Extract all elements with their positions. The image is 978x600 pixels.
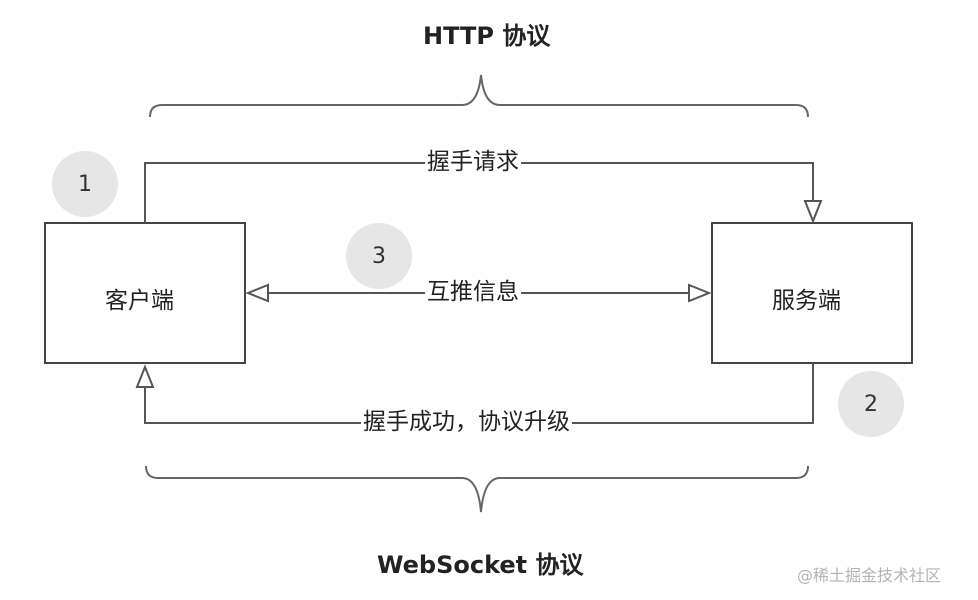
websocket-brace xyxy=(145,465,809,513)
handshake-request-arrowhead xyxy=(803,200,823,224)
bidirectional-push-label: 互推信息 xyxy=(425,279,521,305)
step-2-badge: 2 xyxy=(838,371,904,437)
client-box xyxy=(44,222,246,364)
handshake-success-arrowhead xyxy=(135,364,155,388)
http-brace xyxy=(149,74,809,118)
step-1-badge: 1 xyxy=(52,151,118,217)
server-label: 服务端 xyxy=(772,288,841,314)
http-protocol-title: HTTP 协议 xyxy=(423,22,551,50)
client-label: 客户端 xyxy=(105,288,174,314)
websocket-protocol-title: WebSocket 协议 xyxy=(377,551,584,579)
watermark: @稀土掘金技术社区 xyxy=(797,566,942,585)
handshake-request-label: 握手请求 xyxy=(425,149,521,175)
handshake-success-label: 握手成功，协议升级 xyxy=(361,409,572,435)
step-3-badge: 3 xyxy=(346,223,412,289)
server-box xyxy=(711,222,913,364)
arrowhead-to-server xyxy=(688,283,712,303)
arrowhead-to-client xyxy=(245,283,269,303)
